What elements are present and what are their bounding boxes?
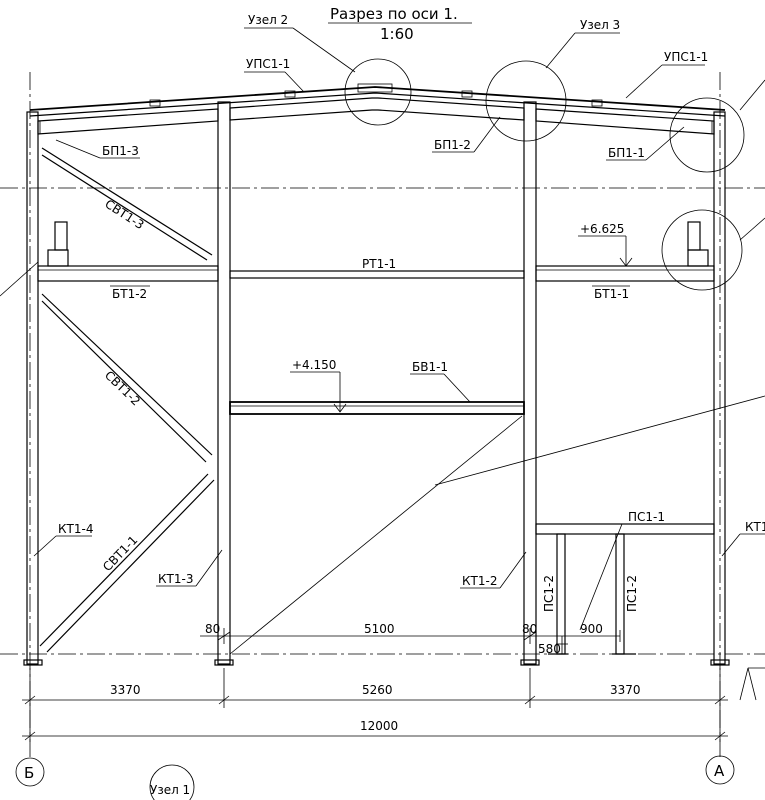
node1-label: Узел 1 <box>150 783 190 797</box>
dim-80-right: 80 <box>522 622 537 636</box>
dim-3370-left: 3370 <box>110 683 141 697</box>
svt3-label: СВТ1-3 <box>102 197 146 232</box>
kt3-label: КТ1-3 <box>158 572 193 586</box>
dim-12000: 12000 <box>360 719 398 733</box>
dim-900: 900 <box>580 622 603 636</box>
dim-580: 580 <box>538 642 561 656</box>
axis-bubbles <box>15 755 735 787</box>
node2-label: Узел 2 <box>248 13 288 27</box>
roof-purlins <box>29 83 726 117</box>
bracing <box>39 147 215 653</box>
axis-label-left: Б <box>24 764 34 782</box>
axis-lines <box>0 72 765 760</box>
elev-upper: +6.625 <box>580 222 624 236</box>
ps-top-label: ПС1-1 <box>628 510 665 524</box>
leader-lines <box>0 22 765 655</box>
bp-mid-label: БП1-2 <box>434 138 471 152</box>
bv-label: БВ1-1 <box>412 360 448 374</box>
kt-right-label: КТ1 <box>745 520 765 534</box>
dim-3370-right: 3370 <box>610 683 641 697</box>
node3-label: Узел 3 <box>580 18 620 32</box>
ps-col-left-label: ПС1-2 <box>542 575 556 612</box>
axis-label-right: А <box>714 762 725 780</box>
kt4-label: КТ1-4 <box>58 522 93 536</box>
kt2-label: КТ1-2 <box>462 574 497 588</box>
dim-5100: 5100 <box>364 622 395 636</box>
dim-80-left: 80 <box>205 622 220 636</box>
ps-col-right-label: ПС1-2 <box>625 575 639 612</box>
ups-right-label: УПС1-1 <box>664 50 708 64</box>
rt-label: РТ1-1 <box>362 257 396 271</box>
rafters <box>37 97 715 135</box>
bt-right-label: БТ1-1 <box>594 287 629 301</box>
bp-right-label: БП1-1 <box>608 146 645 160</box>
ups-left-label: УПС1-1 <box>246 57 290 71</box>
svt1-label: СВТ1-1 <box>100 533 140 574</box>
crane-beams <box>37 221 715 282</box>
dimension-lines <box>22 628 765 742</box>
dim-5260: 5260 <box>362 683 393 697</box>
title-line1: Разрез по оси 1. <box>330 5 458 23</box>
middle-beams <box>229 270 525 415</box>
columns <box>23 101 730 666</box>
svt2-label: СВТ1-2 <box>102 368 143 408</box>
bp-left-label: БП1-3 <box>102 144 139 158</box>
title-line2: 1:60 <box>380 25 414 43</box>
bt-left-label: БТ1-2 <box>112 287 147 301</box>
node-circles <box>149 58 745 800</box>
elev-middle: +4.150 <box>292 358 336 372</box>
